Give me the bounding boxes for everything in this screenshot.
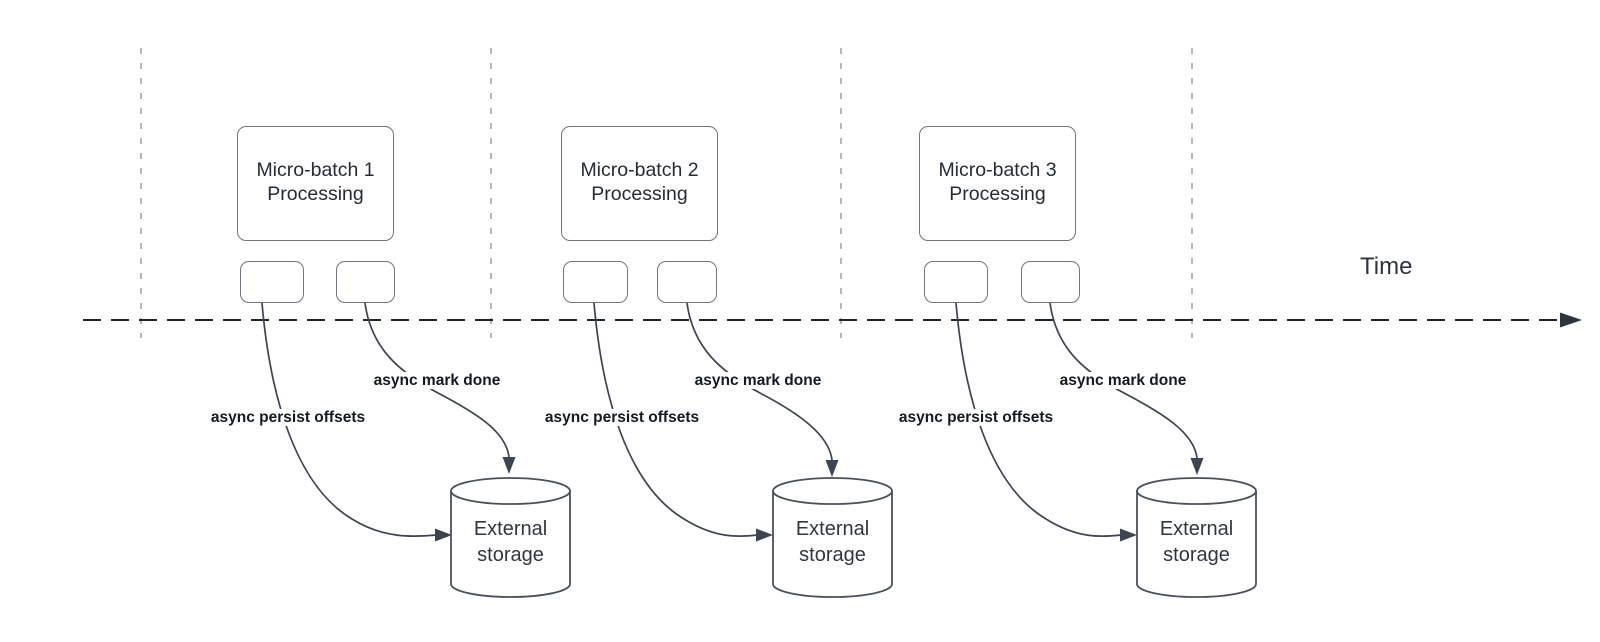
persist-offsets-arrow-3: [955, 302, 1122, 538]
external-storage-cylinder-1: [450, 477, 571, 598]
persist-offsets-label-1: async persist offsets: [207, 409, 369, 426]
persist-offsets-label-2: async persist offsets: [541, 409, 703, 426]
micro-batch-1-title-line2: Processing: [267, 182, 364, 205]
mark-done-arrow-2: [686, 302, 833, 461]
micro-batch-3-title-line2: Processing: [949, 182, 1046, 205]
external-storage-label-1: External storage: [451, 516, 570, 568]
time-axis-label: Time: [1360, 253, 1413, 280]
persist-port-box-3: [924, 261, 988, 303]
persist-port-box-2: [563, 261, 628, 303]
external-storage-label-2: External storage: [773, 516, 892, 568]
micro-batch-2-title-line2: Processing: [591, 182, 688, 205]
mark-done-arrowhead-3: [1190, 458, 1204, 475]
external-storage-label-2-line1: External: [795, 518, 870, 540]
persist-offsets-arrowhead-2: [756, 528, 773, 542]
mark-done-label-2: async mark done: [691, 372, 825, 389]
external-storage-cylinder-3: [1136, 477, 1257, 598]
mark-port-box-3: [1021, 261, 1080, 303]
external-storage-label-1-line2: storage: [477, 544, 544, 566]
mark-done-arrowhead-2: [825, 460, 839, 477]
external-storage-label-3-line1: External: [1159, 518, 1234, 540]
external-storage-label-3: External storage: [1137, 516, 1256, 568]
persist-offsets-arrow-2: [593, 302, 758, 538]
external-storage-cylinder-2: [772, 477, 893, 598]
mark-done-arrow-1: [364, 302, 510, 458]
external-storage-label-2-line2: storage: [799, 544, 866, 566]
mark-port-box-1: [336, 261, 395, 303]
external-storage-label-1-line1: External: [473, 518, 548, 540]
mark-done-arrowhead-1: [502, 457, 516, 474]
micro-batch-1-title-line1: Micro-batch 1: [256, 158, 375, 181]
micro-batch-2-box: Micro-batch 2 Processing: [561, 126, 718, 241]
mark-port-box-2: [657, 261, 717, 303]
micro-batch-3-title-line1: Micro-batch 3: [938, 158, 1057, 181]
persist-port-box-1: [240, 261, 304, 303]
time-axis-arrowhead-icon: [1560, 312, 1582, 328]
mark-done-arrow-3: [1049, 302, 1198, 459]
micro-batch-2-title-line1: Micro-batch 2: [580, 158, 699, 181]
persist-offsets-arrowhead-1: [435, 528, 452, 542]
external-storage-label-3-line2: storage: [1163, 544, 1230, 566]
micro-batch-3-box: Micro-batch 3 Processing: [919, 126, 1076, 241]
micro-batch-1-box: Micro-batch 1 Processing: [237, 126, 394, 241]
mark-done-label-1: async mark done: [370, 372, 504, 389]
mark-done-label-3: async mark done: [1056, 372, 1190, 389]
persist-offsets-label-3: async persist offsets: [895, 409, 1057, 426]
persist-offsets-arrowhead-3: [1120, 528, 1137, 542]
persist-offsets-arrow-1: [261, 302, 437, 538]
